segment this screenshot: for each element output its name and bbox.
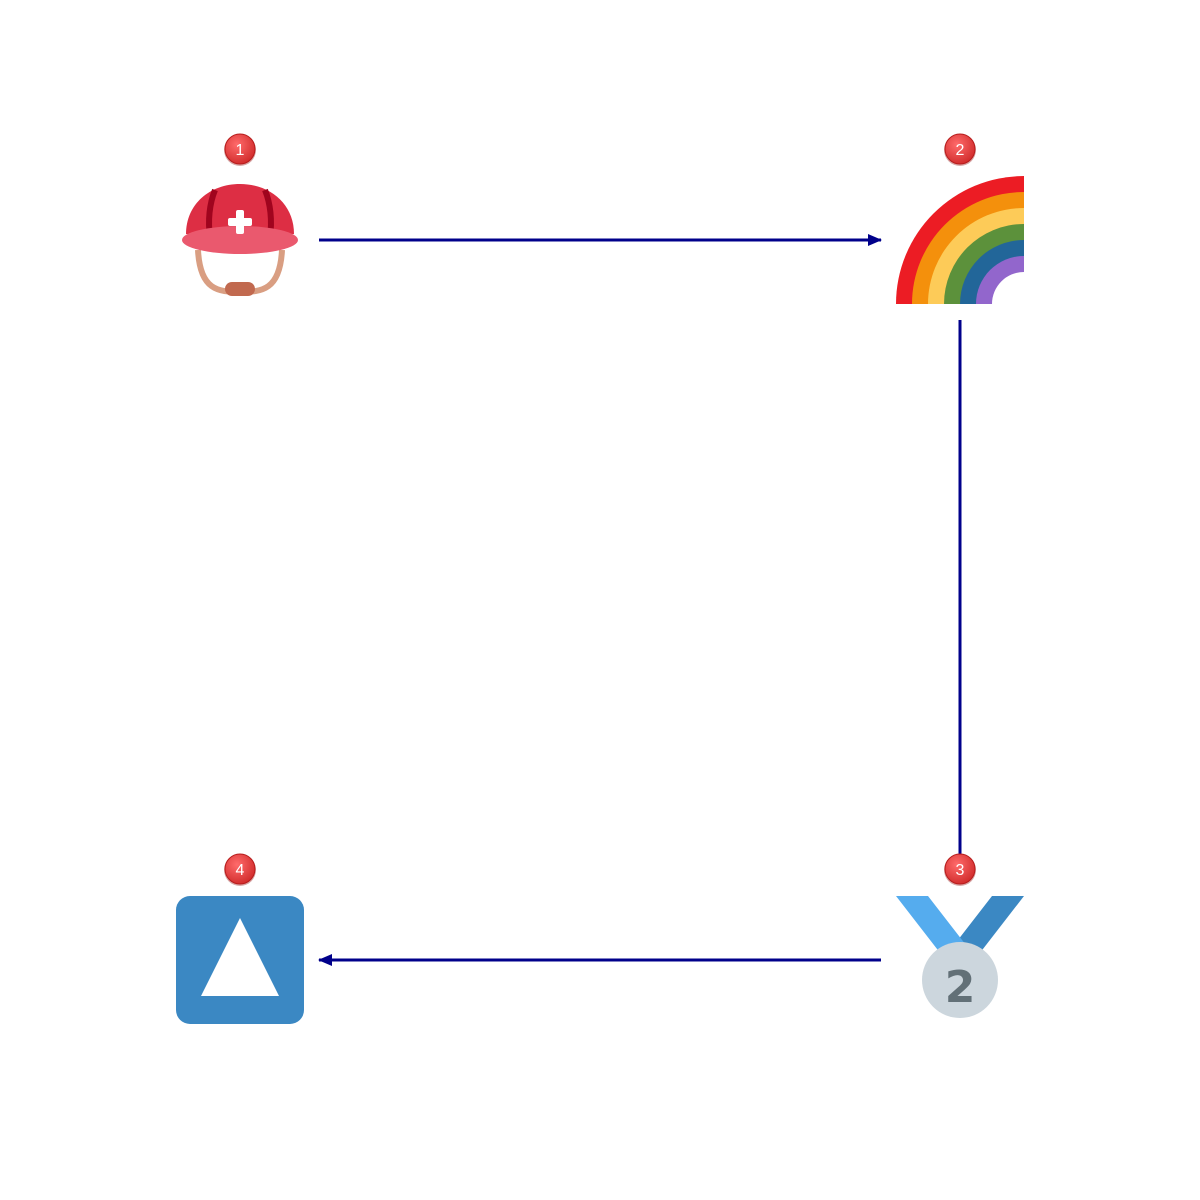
node-4: 4 <box>176 853 304 1024</box>
node-badge: 1 <box>224 133 256 166</box>
node-badge: 2 <box>944 133 976 166</box>
up-button-icon <box>176 896 304 1024</box>
node-3: 2 3 <box>896 853 1024 1018</box>
badge-label: 3 <box>956 862 965 879</box>
node-1: 1 <box>182 133 298 296</box>
medal-number: 2 <box>945 962 976 1013</box>
rainbow-icon <box>896 176 1024 304</box>
node-2: 2 <box>896 133 1024 304</box>
node-badge: 4 <box>224 853 256 886</box>
node-badge: 3 <box>944 853 976 886</box>
badge-label: 1 <box>236 142 245 159</box>
badge-label: 4 <box>236 862 245 879</box>
second-place-medal-icon: 2 <box>896 896 1024 1018</box>
rescue-worker-helmet-icon <box>182 184 298 296</box>
badge-label: 2 <box>956 142 965 159</box>
